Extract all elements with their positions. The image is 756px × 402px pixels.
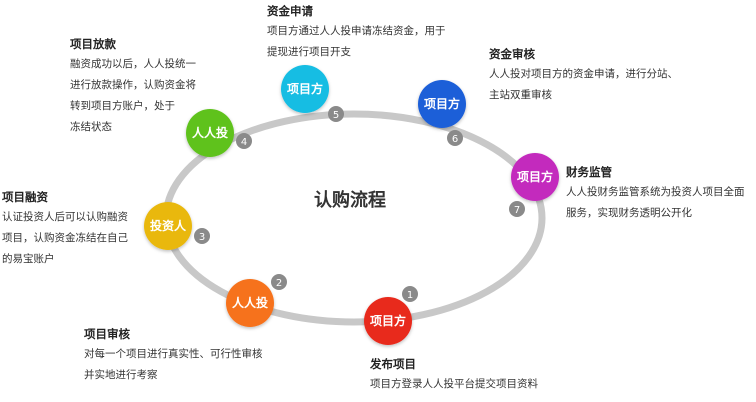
step-7-line: 人人投财务监管系统为投资人项目全面 (566, 186, 745, 198)
node-2-label: 人人投 (232, 295, 268, 310)
badge-2-number: 2 (276, 278, 282, 289)
badge-2-circle (271, 274, 287, 290)
step-6-line: 人人投对项目方的资金申请，进行分站、 (489, 68, 678, 80)
step-4-line: 转到项目方账户，处于 (70, 100, 175, 112)
step-3-line: 认证投资人后可以认购融资 (2, 211, 128, 223)
step-4-line: 冻结状态 (70, 121, 112, 133)
step-4-line: 融资成功以后，人人投统一 (70, 58, 196, 70)
center-title: 认购流程 (314, 189, 386, 211)
step-4-title: 项目放款 (70, 37, 116, 51)
node-4-label: 人人投 (192, 125, 228, 140)
badge-4-circle (236, 133, 252, 149)
step-1-line: 项目方登录人人投平台提交项目资料 (370, 378, 538, 390)
node-4[interactable]: 人人投 (186, 109, 234, 157)
badge-2: 2 (271, 274, 287, 290)
node-5-circle (281, 65, 329, 113)
step-2-title: 项目审核 (84, 327, 130, 341)
badge-5-circle (328, 106, 344, 122)
node-7-circle (511, 153, 559, 201)
node-3-circle (144, 202, 192, 250)
badge-6: 6 (447, 130, 463, 146)
step-4-description: 项目放款 融资成功以后，人人投统一 进行放款操作，认购资金将 转到项目方账户，处… (70, 34, 196, 138)
node-5-label: 项目方 (287, 81, 323, 96)
node-2-circle (226, 279, 274, 327)
step-1-description: 发布项目 项目方登录人人投平台提交项目资料 (370, 354, 538, 395)
step-1-title: 发布项目 (370, 357, 416, 371)
step-7-title: 财务监管 (566, 165, 612, 179)
step-6-title: 资金审核 (489, 47, 535, 61)
step-6-description: 资金审核 人人投对项目方的资金申请，进行分站、 主站双重审核 (489, 44, 678, 106)
node-1[interactable]: 项目方 (364, 297, 412, 345)
badge-1-number: 1 (407, 290, 413, 301)
step-2-line: 并实地进行考察 (84, 369, 158, 381)
node-3-label: 投资人 (150, 218, 187, 233)
node-6-label: 项目方 (424, 96, 460, 111)
step-3-title: 项目融资 (2, 190, 48, 204)
step-3-description: 项目融资 认证投资人后可以认购融资 项目，认购资金冻结在自己 的易宝账户 (2, 187, 128, 270)
badge-4: 4 (236, 133, 252, 149)
step-4-line: 进行放款操作，认购资金将 (70, 79, 196, 91)
badge-5-number: 5 (333, 110, 339, 121)
step-3-line: 项目，认购资金冻结在自己 (2, 232, 128, 244)
step-2-description: 项目审核 对每一个项目进行真实性、可行性审核 并实地进行考察 (84, 324, 263, 386)
step-5-title: 资金申请 (267, 4, 313, 18)
badge-6-circle (447, 130, 463, 146)
step-2-line: 对每一个项目进行真实性、可行性审核 (84, 348, 263, 360)
node-5[interactable]: 项目方 (281, 65, 329, 113)
node-6-circle (418, 80, 466, 128)
node-7-label: 项目方 (517, 169, 553, 184)
badge-6-number: 6 (452, 134, 458, 145)
step-3-line: 的易宝账户 (2, 253, 55, 265)
node-6[interactable]: 项目方 (418, 80, 466, 128)
badge-5: 5 (328, 106, 344, 122)
badge-7: 7 (509, 201, 525, 217)
badge-4-number: 4 (241, 137, 247, 148)
step-5-line: 提现进行项目开支 (267, 46, 351, 58)
node-7[interactable]: 项目方 (511, 153, 559, 201)
node-2[interactable]: 人人投 (226, 279, 274, 327)
step-7-line: 服务，实现财务透明公开化 (566, 207, 692, 219)
step-6-line: 主站双重审核 (489, 89, 552, 101)
node-1-circle (364, 297, 412, 345)
step-5-line: 项目方通过人人投申请冻结资金，用于 (267, 25, 446, 37)
step-5-description: 资金申请 项目方通过人人投申请冻结资金，用于 提现进行项目开支 (267, 1, 446, 63)
badge-3-number: 3 (199, 232, 205, 243)
step-7-description: 财务监管 人人投财务监管系统为投资人项目全面 服务，实现财务透明公开化 (566, 162, 745, 224)
node-4-circle (186, 109, 234, 157)
badge-3: 3 (194, 228, 210, 244)
node-1-label: 项目方 (370, 313, 406, 328)
badge-7-circle (509, 201, 525, 217)
badge-1-circle (402, 286, 418, 302)
badge-7-number: 7 (514, 205, 520, 216)
node-3[interactable]: 投资人 (144, 202, 192, 250)
badge-1: 1 (402, 286, 418, 302)
badge-3-circle (194, 228, 210, 244)
